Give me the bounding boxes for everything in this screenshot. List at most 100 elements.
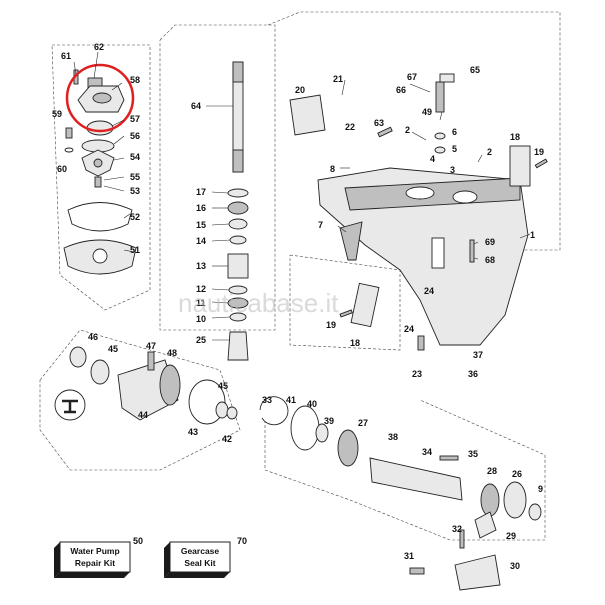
shift-link-29 — [474, 511, 497, 539]
pump-bolt — [65, 127, 73, 139]
callout-9: 9 — [538, 484, 543, 494]
callout-50: 50 — [133, 536, 143, 546]
shift-cam-30 — [454, 554, 501, 591]
callout-34: 34 — [422, 447, 432, 457]
callout-23: 23 — [412, 369, 422, 379]
callout-26: 26 — [512, 469, 522, 479]
gearcase-kit-box: Gearcase Seal Kit — [164, 541, 231, 578]
callout-59: 59 — [52, 109, 62, 119]
callout-70: 70 — [237, 536, 247, 546]
callout-56: 56 — [130, 131, 140, 141]
pump-group-outline — [51, 44, 151, 311]
water-inlet — [431, 237, 445, 269]
callout-69: 69 — [485, 237, 495, 247]
gearcase-kit-line2: Seal Kit — [184, 558, 215, 568]
bearing-13 — [227, 253, 249, 279]
ring-41 — [290, 405, 320, 451]
gear-27 — [337, 429, 359, 467]
ring-14 — [229, 235, 247, 245]
callout-24b: 24 — [404, 324, 414, 334]
callout-11: 11 — [196, 298, 206, 308]
carrier-face — [159, 364, 181, 406]
callout-49: 49 — [422, 107, 432, 117]
bearing-39 — [315, 423, 329, 443]
clutch-28 — [480, 483, 500, 517]
callout-2a: 2 — [405, 125, 410, 135]
callout-58: 58 — [130, 75, 140, 85]
callout-60: 60 — [57, 164, 67, 174]
snap-ring-33 — [259, 396, 289, 426]
screw-31 — [409, 567, 425, 575]
pump-plate-hole — [92, 248, 108, 264]
pump-cup — [86, 120, 114, 136]
callout-4: 4 — [430, 154, 435, 164]
callout-31: 31 — [404, 551, 414, 561]
callout-30: 30 — [510, 561, 520, 571]
callout-19b: 19 — [326, 320, 336, 330]
callout-18b: 18 — [350, 338, 360, 348]
callout-8: 8 — [330, 164, 335, 174]
screen-18-lower — [350, 282, 380, 328]
bracket-20 — [289, 94, 326, 136]
water-pump-assembly — [63, 69, 137, 275]
callout-7: 7 — [318, 220, 323, 230]
callout-17: 17 — [196, 187, 206, 197]
callout-15: 15 — [196, 220, 206, 230]
highlight-circle — [65, 63, 135, 133]
callout-65: 65 — [470, 65, 480, 75]
impeller-key — [94, 176, 102, 188]
callout-24a: 24 — [424, 286, 434, 296]
callout-37: 37 — [473, 350, 483, 360]
seal-6 — [434, 132, 446, 140]
impeller-hub — [93, 158, 103, 168]
driveshaft-spline-top — [232, 61, 244, 83]
callout-44: 44 — [138, 410, 148, 420]
callout-53: 53 — [130, 186, 140, 196]
bearing-16 — [227, 201, 249, 215]
shift-connector-65 — [439, 73, 455, 83]
callout-61: 61 — [61, 51, 71, 61]
deck-bore-2 — [452, 190, 478, 204]
callout-18a: 18 — [510, 132, 520, 142]
callout-5: 5 — [452, 144, 457, 154]
callout-29: 29 — [506, 531, 516, 541]
callout-13: 13 — [196, 261, 206, 271]
screw-19 — [534, 158, 548, 169]
callout-21: 21 — [333, 74, 343, 84]
anode-7 — [339, 221, 363, 261]
callout-68: 68 — [485, 255, 495, 265]
callout-48: 48 — [167, 348, 177, 358]
washer-17 — [227, 188, 249, 198]
callout-16: 16 — [196, 203, 206, 213]
callout-2b: 2 — [487, 147, 492, 157]
gearcase-housing — [289, 73, 548, 351]
callout-14: 14 — [196, 236, 206, 246]
deck-bore-1 — [405, 186, 435, 200]
callout-41: 41 — [286, 395, 296, 405]
lower-left-outline — [39, 329, 241, 471]
bolt-68 — [469, 239, 475, 263]
pinion-25 — [227, 331, 249, 361]
pin-63 — [377, 126, 393, 138]
callout-46: 46 — [88, 332, 98, 342]
water-pump-kit-box: Water Pump Repair Kit — [54, 541, 131, 578]
detail-symbol — [62, 399, 78, 414]
callout-55: 55 — [130, 172, 140, 182]
callout-36: 36 — [468, 369, 478, 379]
callout-40: 40 — [307, 399, 317, 409]
callout-20: 20 — [295, 85, 305, 95]
callout-38: 38 — [388, 432, 398, 442]
callout-45a: 45 — [108, 344, 118, 354]
watermark-text: nauticabase.it — [178, 288, 339, 318]
callout-52: 52 — [130, 212, 140, 222]
callout-54: 54 — [130, 152, 140, 162]
callout-28: 28 — [487, 466, 497, 476]
callout-45b: 45 — [218, 381, 228, 391]
pin-35 — [439, 455, 459, 461]
callout-62: 62 — [94, 42, 104, 52]
driveshaft-group-outline — [159, 24, 276, 331]
callout-51: 51 — [130, 245, 140, 255]
callout-57: 57 — [130, 114, 140, 124]
washer-42 — [226, 406, 238, 420]
